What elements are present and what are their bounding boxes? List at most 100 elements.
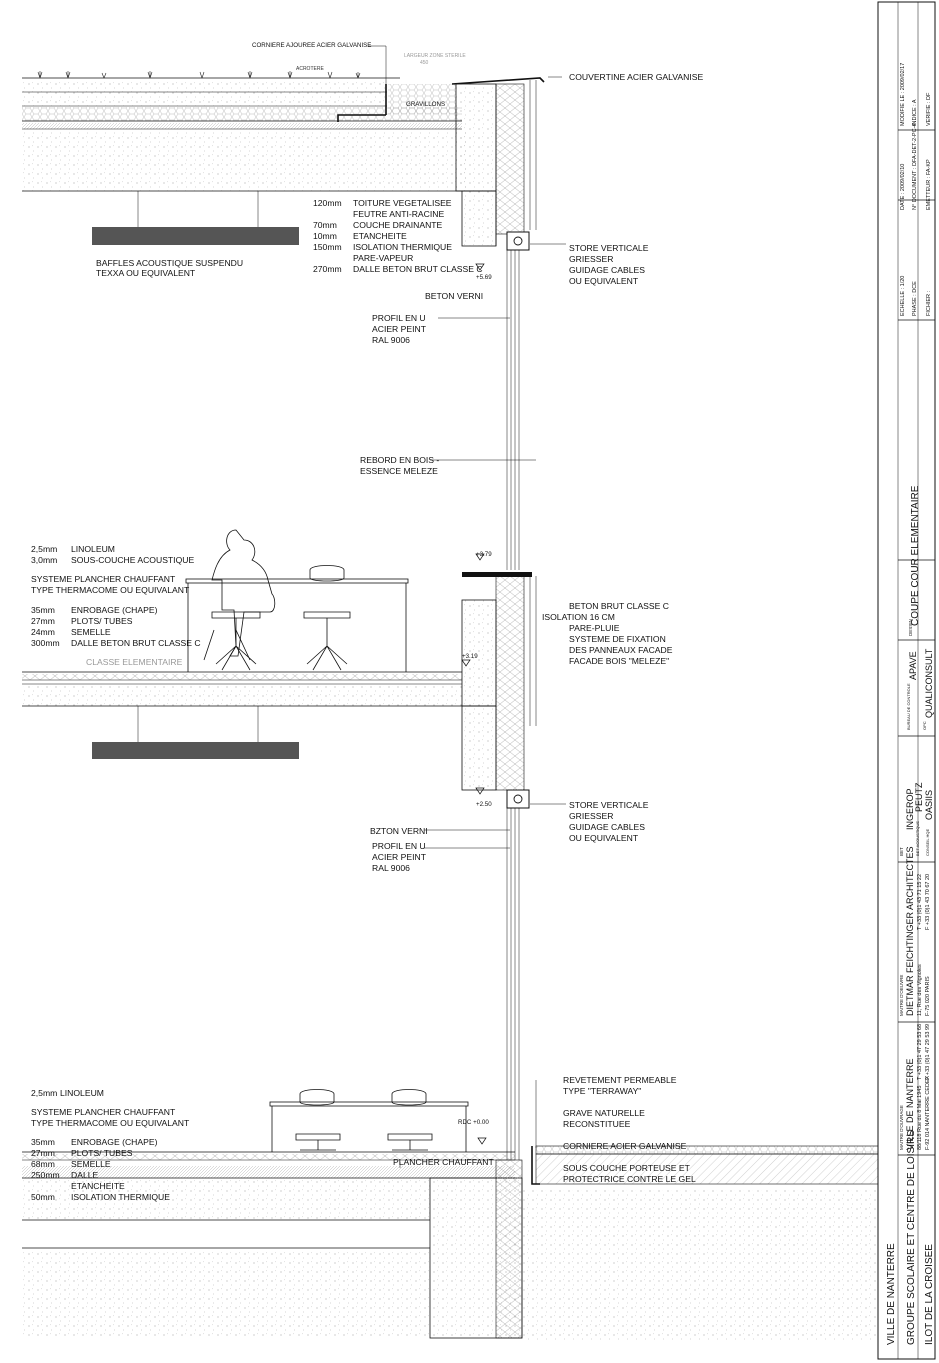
svg-text:REBORD EN BOIS -: REBORD EN BOIS -	[360, 455, 439, 465]
svg-text:ACIER PEINT: ACIER PEINT	[372, 852, 427, 862]
acoustic-baffle-upper	[92, 227, 299, 245]
svg-text:SYSTEME PLANCHER CHAUFFANT: SYSTEME PLANCHER CHAUFFANT	[31, 1107, 176, 1117]
tb-moe-label: MAITRE D'OEUVRE	[899, 975, 904, 1016]
svg-text:RECONSTITUEE: RECONSTITUEE	[563, 1119, 631, 1129]
roof-layer-list: 120mm TOITURE VEGETALISEE FEUTRE ANTI-RA…	[313, 198, 483, 274]
svg-text:35mm: 35mm	[31, 605, 55, 615]
svg-text:DALLE: DALLE	[71, 1170, 98, 1180]
tb-bc-label: BUREAU DE CONTROLE	[906, 683, 911, 730]
svg-text:27mm: 27mm	[31, 616, 55, 626]
svg-text:PARE-VAPEUR: PARE-VAPEUR	[353, 253, 413, 263]
svg-text:PROTECTRICE CONTRE LE GEL: PROTECTRICE CONTRE LE GEL	[563, 1174, 696, 1184]
label-gravillons: GRAVILLONS	[406, 101, 445, 108]
tb-mo-addr2: F-92 014 NANTERRE CEDEX	[925, 1075, 931, 1150]
label-largeur-value: 450	[420, 60, 429, 66]
svg-text:RAL 9006: RAL 9006	[372, 335, 410, 345]
tb-bet-ac-label: BET ACOUSTIQUE	[915, 821, 920, 856]
svg-text:LINOLEUM: LINOLEUM	[60, 1088, 104, 1098]
leader-lines	[368, 45, 566, 1168]
svg-text:TOITURE VEGETALISEE: TOITURE VEGETALISEE	[353, 198, 452, 208]
svg-text:DALLE BETON BRUT CLASSE C: DALLE BETON BRUT CLASSE C	[353, 264, 483, 274]
tb-opc: QUALICONSULT	[924, 648, 934, 718]
svg-text:300mm: 300mm	[31, 638, 60, 648]
svg-text:ISOLATION 16 CM: ISOLATION 16 CM	[542, 612, 615, 622]
svg-text:GRIESSER: GRIESSER	[569, 811, 613, 821]
facade-glazing	[461, 190, 537, 1160]
svg-text:FACADE BOIS "MELEZE": FACADE BOIS "MELEZE"	[569, 656, 669, 666]
svg-text:TYPE THERMACOME OU EQUIVALANT: TYPE THERMACOME OU EQUIVALANT	[31, 585, 190, 595]
tb-modifie: MODIFIE LE : 2009/02/17	[900, 63, 906, 126]
svg-text:2,5mm: 2,5mm	[31, 544, 57, 554]
roof-assembly	[22, 71, 545, 235]
svg-text:3,0mm: 3,0mm	[31, 555, 57, 565]
level-markers	[461, 263, 487, 1145]
svg-text:250mm: 250mm	[31, 1170, 60, 1180]
classroom-furniture-lower	[269, 1089, 469, 1152]
svg-text:CORNIERE ACIER GALVANISE: CORNIERE ACIER GALVANISE	[563, 1141, 687, 1151]
label-beton-verni: BETON VERNI	[425, 291, 483, 301]
label-corniere-ajouree: CORNIERE AJOUREE ACIER GALVANISE	[252, 42, 371, 49]
tb-arch-fax: F +33 (0)1 43 70 67 20	[925, 874, 931, 930]
tb-date: DATE : 2009/02/10	[900, 164, 906, 210]
svg-text:10mm: 10mm	[313, 231, 337, 241]
svg-text:70mm: 70mm	[313, 220, 337, 230]
tb-bet-ac: PEUTZ	[914, 782, 924, 812]
svg-text:RAL 9006: RAL 9006	[372, 863, 410, 873]
svg-text:GUIDAGE CABLES: GUIDAGE CABLES	[569, 265, 645, 275]
svg-text:LINOLEUM: LINOLEUM	[71, 544, 115, 554]
tb-site: ILOT DE LA CROISEE	[924, 1244, 935, 1345]
svg-text:TYPE THERMACOME OU EQUIVALANT: TYPE THERMACOME OU EQUIVALANT	[31, 1118, 190, 1128]
svg-text:ENROBAGE (CHAPE): ENROBAGE (CHAPE)	[71, 1137, 158, 1147]
ground-layer-list: 2,5mm LINOLEUM SYSTEME PLANCHER CHAUFFAN…	[31, 1088, 190, 1202]
tb-emetteur: EMETTEUR : FA-KP	[926, 159, 932, 210]
svg-text:SYSTEME DE FIXATION: SYSTEME DE FIXATION	[569, 634, 666, 644]
svg-text:SYSTEME PLANCHER CHAUFFANT: SYSTEME PLANCHER CHAUFFANT	[31, 574, 176, 584]
tb-project: GROUPE SCOLAIRE ET CENTRE DE LOISIRS	[906, 1130, 917, 1345]
acoustic-baffle-lower	[92, 742, 299, 759]
middle-floor-slab	[22, 572, 532, 791]
label-largeur-zone: LARGEUR ZONE STERILE	[404, 53, 466, 59]
svg-text:24mm: 24mm	[31, 627, 55, 637]
svg-text:120mm: 120mm	[313, 198, 342, 208]
tb-dessin-label: DESSIN	[908, 619, 913, 636]
svg-text:OU EQUIVALENT: OU EQUIVALENT	[569, 276, 639, 286]
svg-text:270mm: 270mm	[313, 264, 342, 274]
svg-text:COUCHE DRAINANTE: COUCHE DRAINANTE	[353, 220, 443, 230]
tb-hqe-label: CONSEIL HQE	[925, 828, 930, 856]
svg-text:PROFIL EN U: PROFIL EN U	[372, 841, 426, 851]
svg-text:REVETEMENT PERMEABLE: REVETEMENT PERMEABLE	[563, 1075, 677, 1085]
tb-verifie: VERIFIE : DF	[926, 92, 932, 126]
svg-text:35mm: 35mm	[31, 1137, 55, 1147]
tb-bet: INGEROP	[905, 788, 915, 830]
level-569: +5.69	[476, 274, 492, 281]
tb-dessin: COUPE COUR ELEMENTAIRE	[910, 485, 921, 626]
label-store-upper: STORE VERTICALE GRIESSER GUIDAGE CABLES …	[569, 243, 649, 286]
svg-text:ISOLATION THERMIQUE: ISOLATION THERMIQUE	[71, 1192, 170, 1202]
title-block: VILLE DE NANTERRE GROUPE SCOLAIRE ET CEN…	[877, 1, 936, 1360]
floor1-layer-list: 2,5mm LINOLEUM 3,0mm SOUS-COUCHE ACOUSTI…	[31, 544, 201, 648]
svg-text:27mm: 27mm	[31, 1148, 55, 1158]
store-box-lower	[506, 789, 530, 809]
svg-text:SOUS-COUCHE ACOUSTIQUE: SOUS-COUCHE ACOUSTIQUE	[71, 555, 194, 565]
level-319: +3.19	[462, 653, 478, 660]
label-bzton-verni: BZTON VERNI	[370, 826, 428, 836]
svg-text:SEMELLE: SEMELLE	[71, 627, 111, 637]
classroom-furniture-upper	[185, 529, 409, 672]
level-250: +2.50	[476, 801, 492, 808]
label-profil-lower: PROFIL EN U ACIER PEINT RAL 9006	[372, 841, 427, 873]
label-acrotere: ACROTERE	[296, 66, 324, 72]
svg-text:FEUTRE ANTI-RACINE: FEUTRE ANTI-RACINE	[353, 209, 444, 219]
svg-text:ENROBAGE (CHAPE): ENROBAGE (CHAPE)	[71, 605, 158, 615]
svg-text:GRAVE NATURELLE: GRAVE NATURELLE	[563, 1108, 645, 1118]
svg-text:PLOTS/ TUBES: PLOTS/ TUBES	[71, 1148, 133, 1158]
level-379: +3.79	[476, 551, 492, 558]
label-classe: CLASSE ELEMENTAIRE	[86, 657, 183, 667]
svg-text:PROFIL EN U: PROFIL EN U	[372, 313, 426, 323]
svg-text:PLOTS/ TUBES: PLOTS/ TUBES	[71, 616, 133, 626]
svg-text:ESSENCE MELEZE: ESSENCE MELEZE	[360, 466, 438, 476]
svg-text:DALLE BETON BRUT CLASSE C: DALLE BETON BRUT CLASSE C	[71, 638, 201, 648]
svg-text:TYPE "TERRAWAY": TYPE "TERRAWAY"	[563, 1086, 641, 1096]
svg-text:ETANCHEITE: ETANCHEITE	[71, 1181, 125, 1191]
tb-mo-addr1: 88/118 Rue du 8 Mai 1945	[917, 1086, 923, 1150]
